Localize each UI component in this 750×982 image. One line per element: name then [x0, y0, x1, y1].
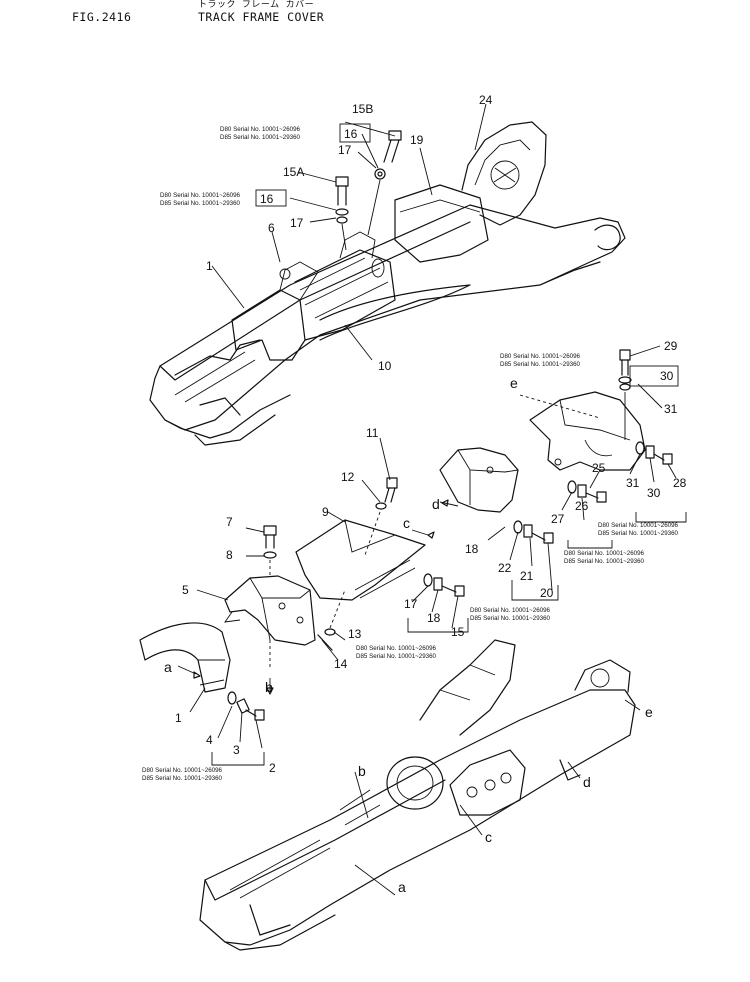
- serial-note-d85: D85 Serial No. 10001~29360: [220, 134, 301, 141]
- callout-27: 27: [551, 512, 565, 526]
- serial-note-d80: D80 Serial No. 10001~26096: [356, 645, 437, 652]
- cover-part-e: [519, 391, 646, 471]
- callout-31-low: 31: [626, 476, 640, 490]
- bolt-set-2-3-4: [211, 691, 265, 766]
- serial-note-d80: D80 Serial No. 10001~26096: [160, 192, 241, 199]
- callout-16-mid: 16: [260, 192, 274, 206]
- callout-24: 24: [479, 93, 493, 107]
- callout-26: 26: [575, 499, 589, 513]
- callout-5: 5: [182, 583, 189, 597]
- callout-13: 13: [348, 627, 362, 641]
- callout-30-low: 30: [647, 486, 661, 500]
- callout-15: 15: [451, 625, 465, 639]
- serial-note-d85: D85 Serial No. 10001~29360: [142, 775, 223, 782]
- figure-title: TRACK FRAME COVER: [198, 10, 325, 24]
- callout-17-top: 17: [338, 143, 352, 157]
- serial-note-d85: D85 Serial No. 10001~29360: [500, 361, 581, 368]
- ref-letter-a-low: a: [398, 879, 406, 895]
- serial-note-d80: D80 Serial No. 10001~26096: [470, 607, 551, 614]
- callout-15b: 15B: [352, 102, 373, 116]
- ref-letter-c-mid: c: [403, 515, 410, 531]
- cover-part-18: [439, 447, 519, 513]
- callout-31-top: 31: [664, 402, 678, 416]
- callout-30-top: 30: [660, 369, 674, 383]
- bolt-set-25-26-27: [561, 480, 613, 549]
- callout-10: 10: [378, 359, 392, 373]
- upper-track-frame-assembly: [149, 121, 626, 446]
- ref-letter-e-top: e: [510, 375, 518, 391]
- callout-7: 7: [226, 515, 233, 529]
- callout-9: 9: [322, 505, 329, 519]
- callout-19: 19: [410, 133, 424, 147]
- callout-28: 28: [673, 476, 687, 490]
- callout-6: 6: [268, 221, 275, 235]
- callout-4: 4: [206, 733, 213, 747]
- callout-17-mid: 17: [290, 216, 304, 230]
- callout-numbers: 15B 16 17 15A 16 17 6 1 19 24 10 29 30 3…: [175, 93, 687, 775]
- serial-note-d80: D80 Serial No. 10001~26096: [142, 767, 223, 774]
- callout-22: 22: [498, 561, 512, 575]
- reference-letters: e d c a b e b d c a: [164, 375, 653, 895]
- serial-note-d80: D80 Serial No. 10001~26096: [500, 353, 581, 360]
- ref-letter-c-low: c: [485, 829, 492, 845]
- ref-letter-d-low: d: [583, 774, 591, 790]
- callout-16-top: 16: [344, 127, 358, 141]
- callout-12: 12: [341, 470, 355, 484]
- serial-note-d85: D85 Serial No. 10001~29360: [470, 615, 551, 622]
- ref-letter-b-low: b: [358, 763, 366, 779]
- callout-20: 20: [540, 586, 554, 600]
- serial-note-d85: D85 Serial No. 10001~29360: [598, 530, 679, 537]
- ref-letter-b-mid: b: [265, 679, 273, 695]
- serial-note-d80: D80 Serial No. 10001~26096: [220, 126, 301, 133]
- callout-18-low: 18: [427, 611, 441, 625]
- serial-note-d80: D80 Serial No. 10001~26096: [598, 522, 679, 529]
- callout-17-low: 17: [404, 597, 418, 611]
- figure-title-japanese: トラック フレーム カバー: [198, 0, 315, 10]
- callout-8: 8: [226, 548, 233, 562]
- serial-note-d80: D80 Serial No. 10001~26096: [564, 550, 645, 557]
- callout-25: 25: [592, 461, 606, 475]
- ref-letter-a-mid: a: [164, 659, 172, 675]
- reference-leaders: [177, 437, 641, 896]
- callout-1-lower: 1: [175, 711, 182, 725]
- bolt-set-20-21-22: [509, 520, 559, 601]
- bolt-set-15-16-17: [407, 573, 469, 633]
- callout-11: 11: [366, 426, 379, 440]
- callout-3: 3: [233, 743, 240, 757]
- callout-2: 2: [269, 761, 276, 775]
- callout-18-mid: 18: [465, 542, 479, 556]
- bolt-set-29-30-31-top: [618, 345, 679, 440]
- serial-note-d85: D85 Serial No. 10001~29360: [564, 558, 645, 565]
- figure-number: FIG.2416: [72, 10, 132, 24]
- ref-letter-e-low: e: [645, 704, 653, 720]
- callout-15a: 15A: [283, 165, 304, 179]
- bolt-set-28-30-31: [629, 441, 687, 523]
- upper-bolts: [335, 130, 402, 251]
- cover-part-1-lower: [139, 622, 231, 693]
- ref-letter-d-mid: d: [432, 496, 440, 512]
- cover-part-9: [295, 477, 435, 651]
- callout-1-top: 1: [206, 259, 213, 273]
- cover-part-5: [224, 525, 316, 670]
- upper-leaders: [211, 103, 487, 361]
- lower-track-frame-assembly: [199, 639, 636, 951]
- callout-21: 21: [520, 569, 534, 583]
- callout-14: 14: [334, 657, 348, 671]
- serial-note-d85: D85 Serial No. 10001~29360: [356, 653, 437, 660]
- serial-notes: D80 Serial No. 10001~26096 D85 Serial No…: [142, 126, 679, 782]
- serial-note-d85: D85 Serial No. 10001~29360: [160, 200, 241, 207]
- callout-29: 29: [664, 339, 678, 353]
